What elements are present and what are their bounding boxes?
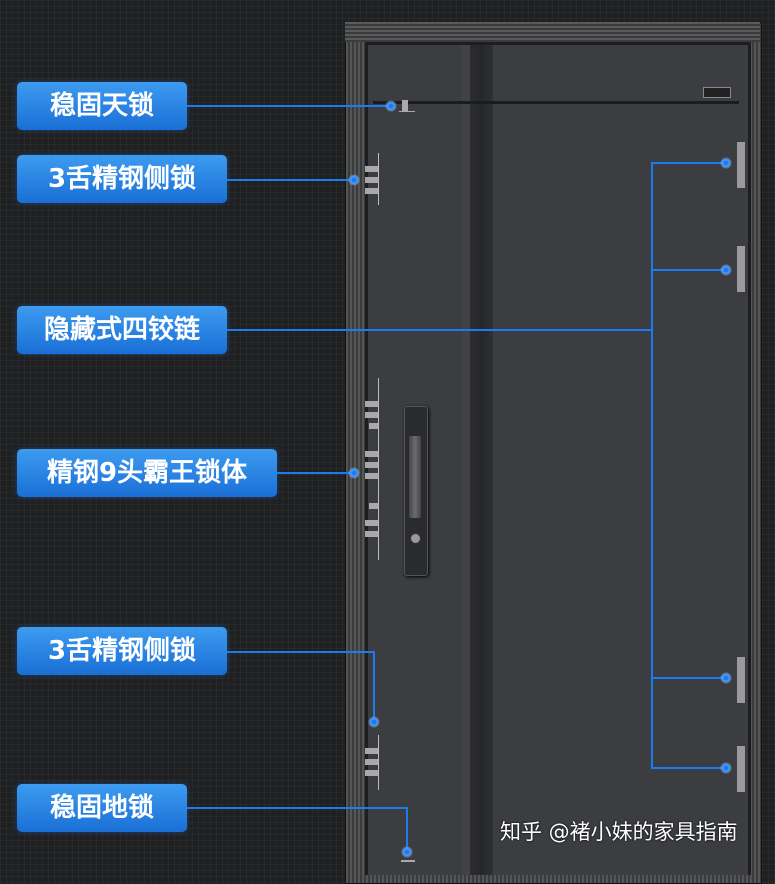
callout-dot [720, 762, 732, 774]
label-top-lock: 稳固天锁 [17, 82, 187, 130]
side-lock-bolt [365, 177, 378, 183]
main-lock-bolt [365, 520, 378, 526]
keyhole-icon [410, 533, 421, 544]
hinge-4 [737, 746, 745, 792]
brand-plate [703, 87, 731, 98]
callout-line-hinges-trunk [651, 162, 726, 769]
main-lock-bolt [365, 531, 378, 537]
side-lock-rail-upper [378, 153, 379, 205]
watermark: 知乎 @褚小妹的家具指南 [500, 820, 738, 844]
top-lock-bolt [402, 100, 408, 111]
door-stile-edge [462, 45, 470, 875]
callout-dot [368, 716, 380, 728]
side-lock-bolt [365, 748, 378, 754]
label-floor-lock: 稳固地锁 [17, 784, 187, 832]
hinge-1 [737, 142, 745, 188]
callout-dot [720, 264, 732, 276]
main-lock-rail [378, 378, 379, 560]
callout-dot [385, 100, 397, 112]
callout-dot [720, 672, 732, 684]
handle-grip [409, 436, 421, 518]
side-lock-bolt [365, 759, 378, 765]
callout-line-side-lock-lower [227, 651, 375, 722]
callout-dot [720, 157, 732, 169]
main-lock-bolt [365, 462, 378, 468]
callout-dot [401, 846, 413, 858]
main-lock-bolt [369, 503, 378, 509]
callout-dot [348, 467, 360, 479]
side-lock-bolt [365, 188, 378, 194]
main-lock-bolt [365, 401, 378, 407]
main-lock-bolt [365, 412, 378, 418]
side-lock-rail-lower [378, 735, 379, 790]
floor-lock-bolt [401, 860, 415, 862]
side-lock-bolt [365, 166, 378, 172]
door-panel [365, 42, 751, 875]
door-stile [470, 45, 493, 875]
label-side-lock-upper: 3舌精钢侧锁 [17, 155, 227, 203]
main-lock-bolt [365, 451, 378, 457]
label-side-lock-lower: 3舌精钢侧锁 [17, 627, 227, 675]
top-lock-base [399, 111, 415, 112]
hinge-3 [737, 657, 745, 703]
callout-lines [187, 100, 732, 858]
side-lock-bolt [365, 770, 378, 776]
main-lock-bolt [365, 473, 378, 479]
door-top-bar [373, 101, 739, 104]
callout-line-floor-lock [187, 807, 408, 852]
hinge-2 [737, 246, 745, 292]
label-main-lock: 精钢9头霸王锁体 [17, 449, 277, 497]
label-hinges: 隐藏式四铰链 [17, 306, 227, 354]
callout-dot [348, 174, 360, 186]
door-frame-top [345, 22, 760, 42]
main-lock-bolt [369, 423, 378, 429]
